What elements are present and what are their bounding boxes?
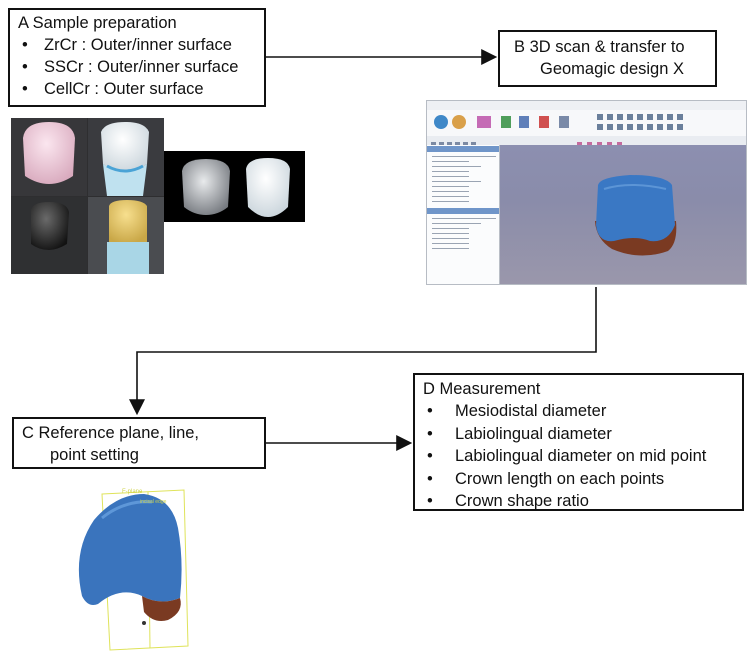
step-d-box: D Measurement Mesiodistal diameter Labio… <box>413 373 744 513</box>
software-screenshot <box>426 100 747 285</box>
step-c-box: C Reference plane, line, point setting <box>12 417 266 469</box>
list-item: Crown shape ratio <box>423 490 734 513</box>
3d-viewport <box>500 145 746 284</box>
arrow-b-to-c <box>129 287 597 416</box>
step-c-title-line1: C Reference plane, line, <box>22 424 200 442</box>
step-b-box: B 3D scan & transfer to Geomagic design … <box>498 30 717 87</box>
list-item: Mesiodistal diameter <box>423 400 734 423</box>
step-c-title-line2: point setting <box>50 446 139 464</box>
toolbar-icons <box>431 142 622 147</box>
scanned-crown-model <box>595 175 677 256</box>
crown-with-reference-plane: F-plane incisal edge <box>78 489 189 651</box>
list-item: Labiolingual diameter on mid point <box>423 445 734 468</box>
list-item: Crown length on each points <box>423 468 734 491</box>
list-item: ZrCr : Outer/inner surface <box>18 34 256 56</box>
step-a-list: ZrCr : Outer/inner surface SSCr : Outer/… <box>18 34 256 100</box>
transparent-and-white-crowns <box>182 158 290 217</box>
list-item: Labiolingual diameter <box>423 423 734 446</box>
sample-crowns-image <box>11 118 164 274</box>
crown-shells-photo <box>164 151 305 222</box>
feature-tree-panel <box>427 145 500 284</box>
step-d-title: D Measurement <box>423 380 541 398</box>
step-a-title: A Sample preparation <box>18 14 177 32</box>
step-b-title-line1: B 3D scan & transfer to <box>514 38 685 56</box>
ribbon-icons <box>434 114 683 130</box>
edge-label: incisal edge <box>140 499 167 505</box>
sample-photo-grid <box>11 118 164 274</box>
reference-plane-model: F-plane incisal edge <box>62 478 202 653</box>
step-a-box: A Sample preparation ZrCr : Outer/inner … <box>8 8 266 107</box>
step-d-list: Mesiodistal diameter Labiolingual diamet… <box>423 400 734 513</box>
list-item: CellCr : Outer surface <box>18 78 256 100</box>
step-b-title-line2: Geomagic design X <box>540 60 684 78</box>
software-ribbon <box>427 110 746 137</box>
plane-label: F-plane <box>122 489 143 495</box>
list-item: SSCr : Outer/inner surface <box>18 56 256 78</box>
